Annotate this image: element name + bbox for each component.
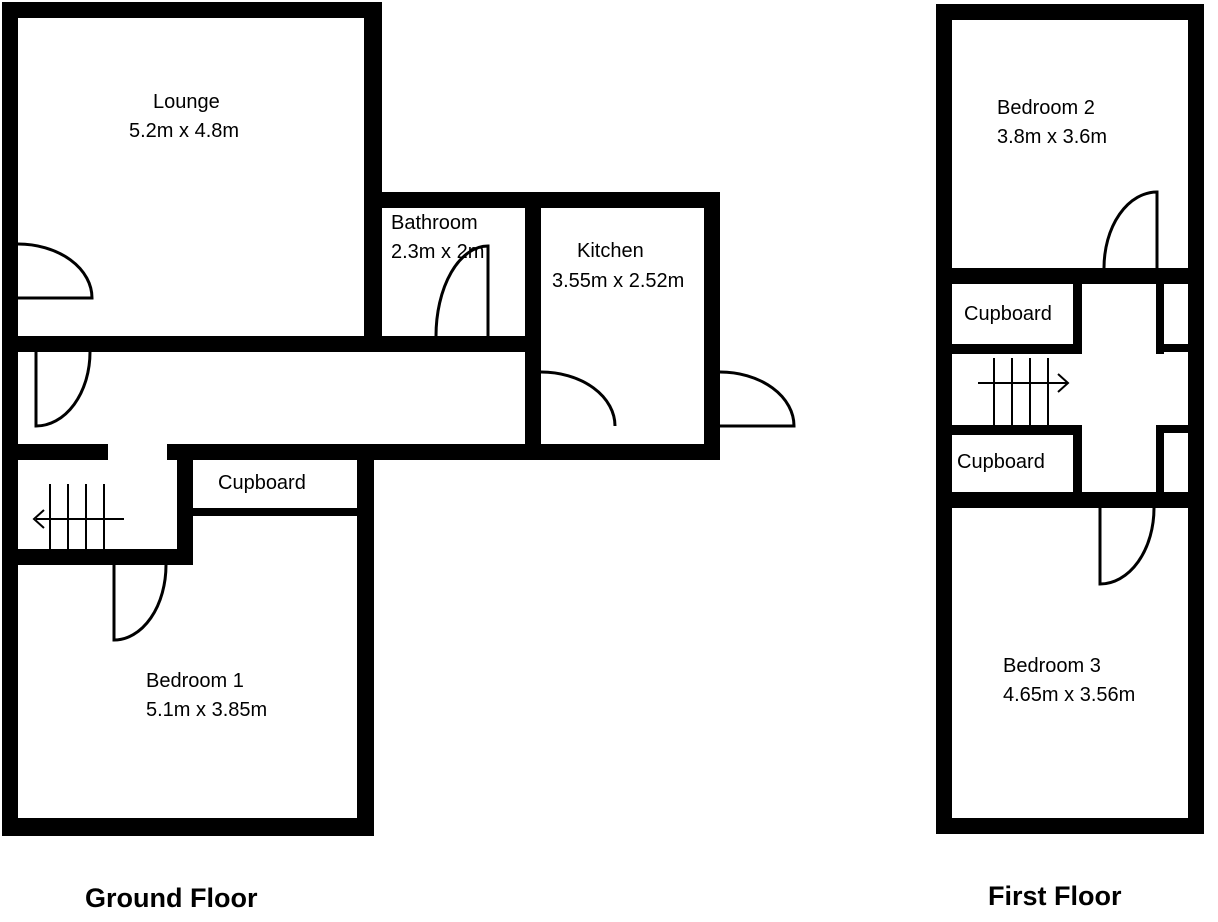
- first-floor-stairs: [978, 358, 1070, 425]
- wall: [936, 4, 1204, 20]
- bathroom-size: 2.3m x 2m: [391, 241, 484, 263]
- bedroom2-name: Bedroom 2: [997, 97, 1095, 119]
- wall: [2, 2, 382, 18]
- door-corridor: [34, 351, 92, 428]
- wall: [1156, 425, 1164, 492]
- door-external: [719, 370, 796, 428]
- wall: [1073, 284, 1082, 354]
- door-bedroom3: [1098, 507, 1156, 586]
- bedroom1-size: 5.1m x 3.85m: [146, 699, 267, 721]
- wall: [364, 192, 720, 208]
- wall: [357, 444, 374, 836]
- wall: [1156, 344, 1204, 352]
- wall: [177, 444, 193, 564]
- door-bedroom1: [112, 564, 168, 642]
- door-kitchen: [540, 370, 617, 427]
- door-bedroom2: [1102, 190, 1159, 269]
- wall: [167, 444, 720, 460]
- wall: [1073, 425, 1082, 492]
- bedroom2-size: 3.8m x 3.6m: [997, 126, 1107, 148]
- door-lounge: [17, 242, 94, 300]
- wall: [2, 549, 193, 565]
- ground-floor-walls: [2, 2, 720, 836]
- wall: [2, 2, 18, 836]
- bedroom3-name: Bedroom 3: [1003, 655, 1101, 677]
- cupboard-ground-label: Cupboard: [218, 472, 306, 494]
- wall: [936, 344, 1082, 354]
- wall: [2, 336, 541, 352]
- wall: [704, 192, 720, 460]
- wall: [2, 818, 374, 836]
- ground-floor-stairs: [32, 484, 124, 549]
- first-floor-title: First Floor: [988, 881, 1122, 911]
- kitchen-size: 3.55m x 2.52m: [552, 270, 684, 292]
- wall: [1156, 425, 1204, 433]
- wall: [525, 192, 541, 460]
- ground-floor-doors: [17, 242, 796, 642]
- wall: [936, 268, 1204, 284]
- bedroom3-size: 4.65m x 3.56m: [1003, 684, 1135, 706]
- bedroom1-name: Bedroom 1: [146, 670, 244, 692]
- ground-floor-title: Ground Floor: [85, 883, 258, 913]
- first-floor-doors: [1098, 190, 1159, 586]
- wall: [2, 444, 108, 460]
- wall: [936, 4, 952, 834]
- wall: [177, 508, 374, 516]
- wall: [364, 2, 382, 352]
- wall: [1156, 284, 1164, 354]
- lounge-name: Lounge: [153, 91, 220, 113]
- wall: [1188, 4, 1204, 834]
- cupboard-lower-label: Cupboard: [957, 451, 1045, 473]
- door-bathroom: [434, 244, 490, 337]
- wall: [936, 425, 1082, 435]
- cupboard-upper-label: Cupboard: [964, 303, 1052, 325]
- wall: [936, 492, 1204, 508]
- lounge-size: 5.2m x 4.8m: [129, 120, 239, 142]
- bathroom-name: Bathroom: [391, 212, 478, 234]
- first-floor-walls: [936, 4, 1204, 834]
- wall: [936, 818, 1204, 834]
- kitchen-name: Kitchen: [577, 240, 644, 262]
